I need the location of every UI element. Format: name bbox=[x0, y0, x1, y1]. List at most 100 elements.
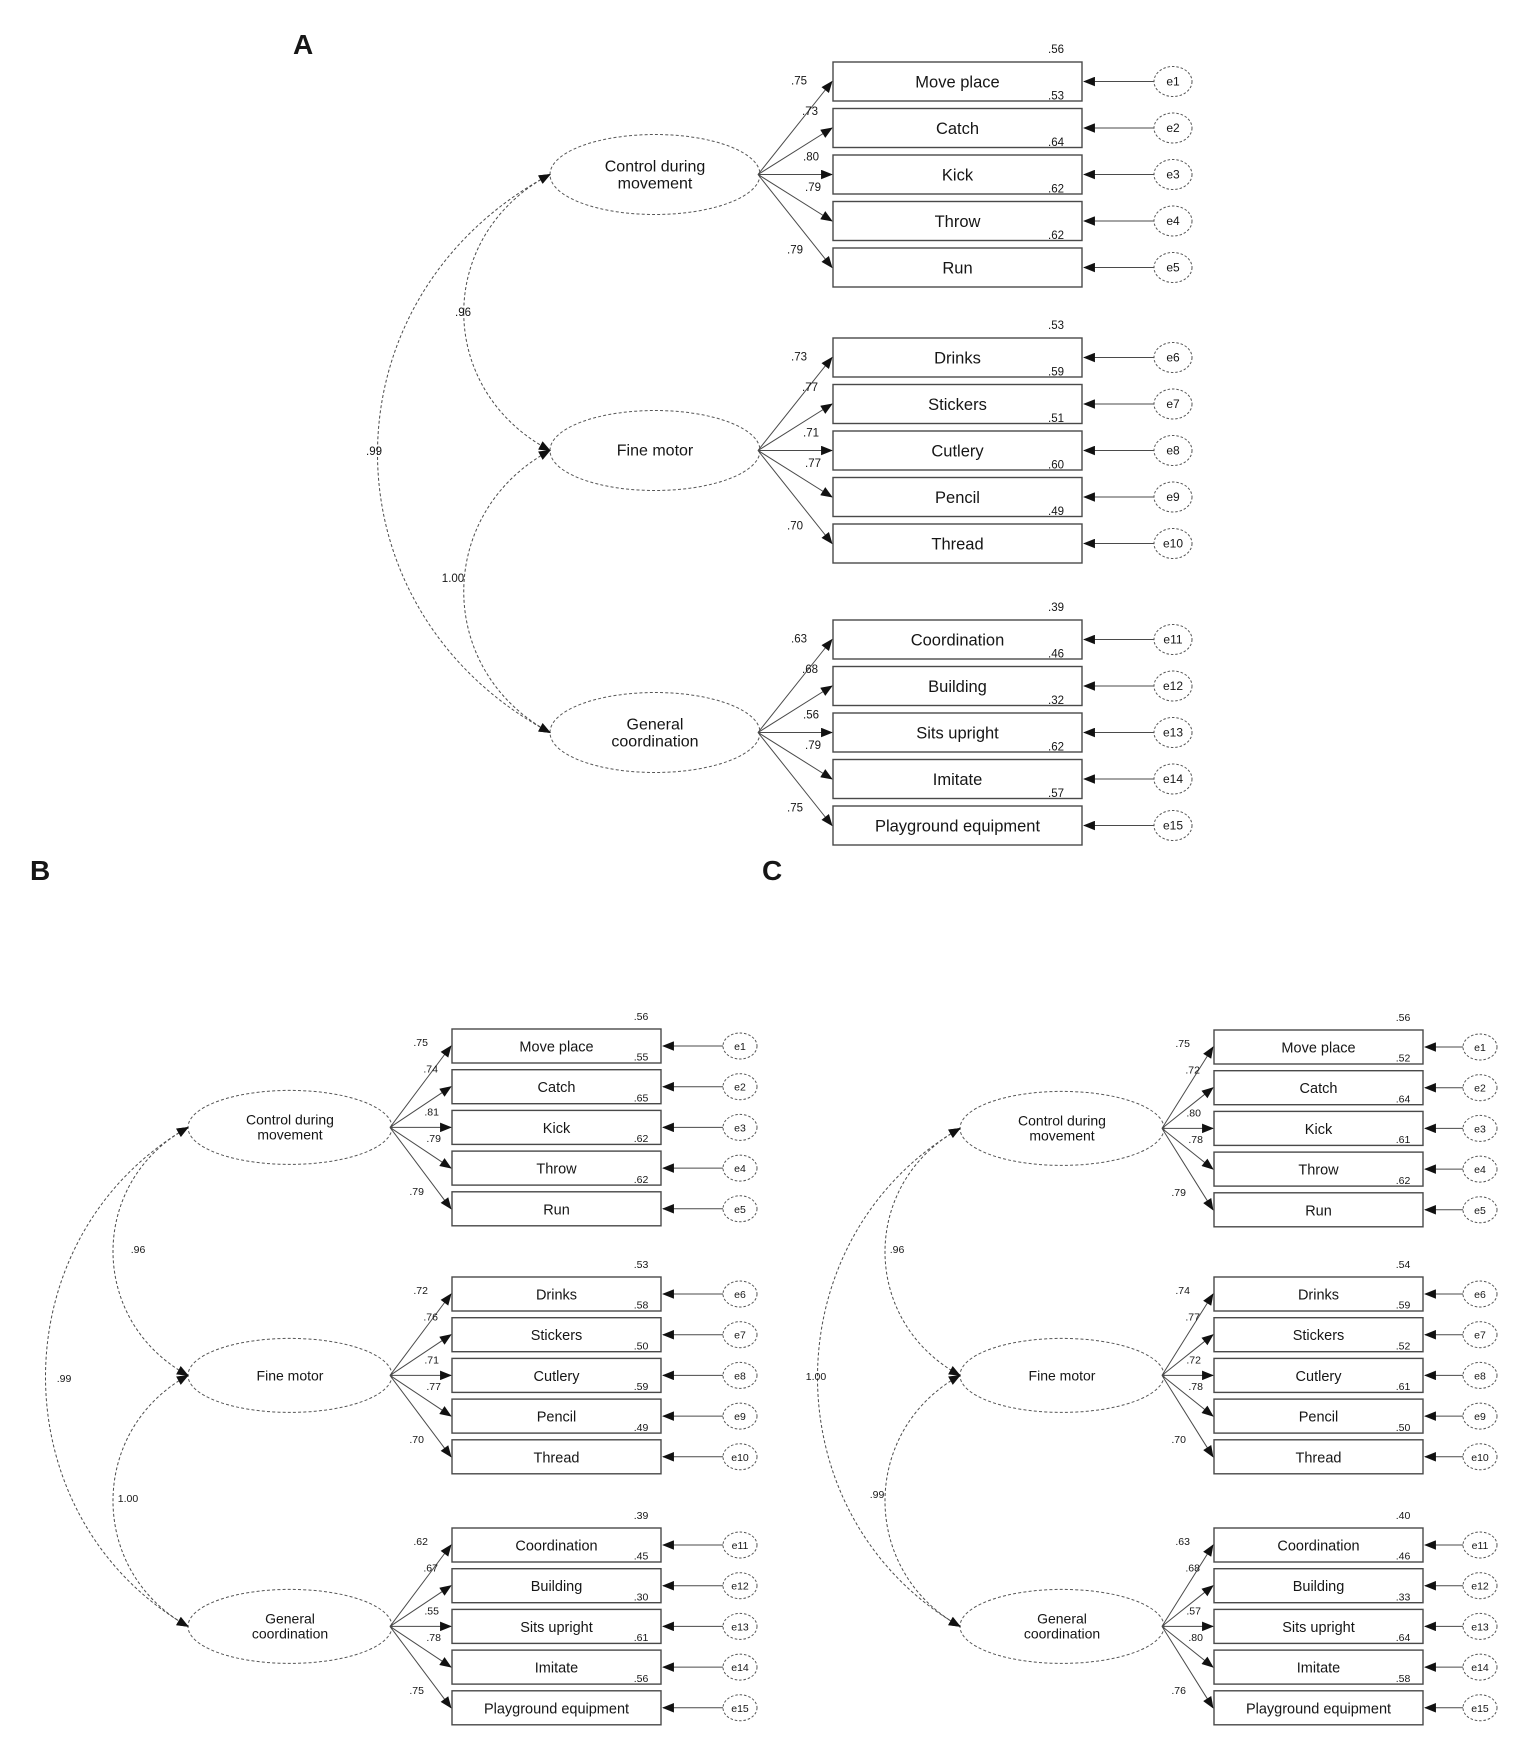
error-term-label: e9 bbox=[1474, 1411, 1486, 1423]
panel-label: C bbox=[762, 855, 782, 886]
indicator-label: Imitate bbox=[933, 771, 983, 789]
factor-loading-value: .78 bbox=[426, 1632, 441, 1644]
indicator-box bbox=[1213, 1567, 1424, 1604]
indicator-label: Coordination bbox=[911, 632, 1005, 650]
squared-multiple-correlation: .52 bbox=[1396, 1053, 1411, 1065]
squared-multiple-correlation: .45 bbox=[634, 1551, 649, 1563]
factor-loading-arrow bbox=[757, 174, 833, 269]
indicator-box bbox=[1213, 1276, 1424, 1312]
error-term-label: e13 bbox=[731, 1621, 749, 1633]
indicator-label: Pencil bbox=[935, 489, 980, 507]
indicator-box bbox=[832, 476, 1083, 518]
factor-loading-arrow bbox=[1161, 1626, 1214, 1668]
indicator-label: Catch bbox=[538, 1080, 576, 1096]
squared-multiple-correlation: .49 bbox=[634, 1422, 649, 1434]
error-term-circle bbox=[722, 1694, 758, 1722]
correlation-value: .99 bbox=[870, 1489, 885, 1501]
error-term-label: e15 bbox=[731, 1703, 749, 1715]
error-term-label: e3 bbox=[1166, 168, 1180, 182]
correlation-value: .99 bbox=[366, 446, 382, 458]
factor-loading-value: .70 bbox=[1171, 1434, 1186, 1446]
error-term-circle bbox=[1462, 1033, 1498, 1061]
factor-loading-value: .77 bbox=[426, 1381, 441, 1393]
factor-loading-arrow bbox=[757, 80, 833, 175]
error-term-label: e12 bbox=[1163, 679, 1183, 693]
factor-loading-arrow bbox=[1161, 1334, 1214, 1376]
factor-loading-value: .79 bbox=[409, 1186, 424, 1198]
factor-loading-value: .72 bbox=[1185, 1065, 1200, 1077]
squared-multiple-correlation: .40 bbox=[1396, 1510, 1411, 1522]
error-term-circle bbox=[1153, 717, 1193, 748]
factor-loading-arrow bbox=[389, 1293, 452, 1376]
factor-loading-value: .79 bbox=[426, 1133, 441, 1145]
error-term-circle bbox=[1153, 388, 1193, 420]
factor-loading-value: .77 bbox=[805, 458, 821, 470]
factor-loading-value: .75 bbox=[413, 1037, 428, 1049]
indicator-label: Thread bbox=[931, 536, 983, 554]
factor-loading-value: .76 bbox=[423, 1312, 438, 1324]
error-term-label: e2 bbox=[734, 1082, 746, 1094]
indicator-label: Coordination bbox=[1277, 1539, 1359, 1555]
indicator-box bbox=[832, 154, 1083, 195]
squared-multiple-correlation: .64 bbox=[1396, 1632, 1411, 1644]
error-term-label: e6 bbox=[1166, 351, 1180, 365]
factor-name: Control during bbox=[1018, 1112, 1106, 1128]
factor-name: coordination bbox=[252, 1625, 328, 1641]
indicator-box bbox=[1213, 1029, 1424, 1065]
indicator-label: Building bbox=[1293, 1579, 1345, 1595]
indicator-label: Drinks bbox=[934, 350, 981, 368]
squared-multiple-correlation: .62 bbox=[634, 1174, 649, 1186]
indicator-box bbox=[1213, 1439, 1424, 1475]
indicator-label: Thread bbox=[534, 1450, 580, 1466]
squared-multiple-correlation: .62 bbox=[634, 1133, 649, 1145]
error-term-circle bbox=[722, 1653, 758, 1681]
indicator-label: Throw bbox=[536, 1162, 577, 1178]
error-term-circle bbox=[1153, 342, 1193, 373]
error-term-circle bbox=[1153, 481, 1193, 513]
factor-loading-arrow bbox=[1161, 1128, 1214, 1170]
indicator-box bbox=[451, 1649, 662, 1685]
error-term-circle bbox=[1462, 1402, 1498, 1430]
indicator-label: Playground equipment bbox=[875, 818, 1041, 836]
factor-loading-value: .74 bbox=[1175, 1285, 1190, 1297]
error-term-circle bbox=[1153, 624, 1193, 655]
error-term-circle bbox=[1462, 1280, 1498, 1308]
correlation-curve bbox=[463, 174, 551, 451]
error-term-label: e6 bbox=[734, 1289, 746, 1301]
squared-multiple-correlation: .65 bbox=[634, 1092, 649, 1104]
factor-loading-arrow bbox=[1161, 1626, 1214, 1709]
indicator-box bbox=[451, 1276, 662, 1312]
indicator-label: Pencil bbox=[1299, 1410, 1339, 1426]
factor-loading-value: .79 bbox=[805, 182, 821, 194]
correlation-value: 1.00 bbox=[442, 573, 464, 585]
factor-name: movement bbox=[1029, 1127, 1094, 1143]
factor-name: General bbox=[627, 717, 684, 734]
indicator-box bbox=[451, 1068, 662, 1105]
indicator-label: Sits upright bbox=[520, 1620, 593, 1636]
factor-loading-arrow bbox=[757, 356, 833, 451]
factor-loading-arrow bbox=[757, 450, 833, 545]
indicator-box bbox=[1213, 1527, 1424, 1563]
indicator-label: Sits upright bbox=[916, 725, 999, 743]
factor-name: Fine motor bbox=[1029, 1367, 1096, 1383]
correlation-curve bbox=[884, 1374, 961, 1627]
factor-loading-value: .63 bbox=[791, 634, 807, 646]
squared-multiple-correlation: .50 bbox=[634, 1340, 649, 1352]
factor-loading-arrow bbox=[757, 403, 833, 451]
error-term-circle bbox=[1462, 1653, 1498, 1681]
error-term-circle bbox=[722, 1195, 758, 1223]
factor-loading-value: .79 bbox=[805, 740, 821, 752]
factor-loading-value: .68 bbox=[1185, 1563, 1200, 1575]
correlation-curve bbox=[463, 450, 551, 733]
factor-name: movement bbox=[618, 176, 693, 193]
squared-multiple-correlation: .60 bbox=[1048, 460, 1064, 472]
error-term-circle bbox=[722, 1531, 758, 1559]
squared-multiple-correlation: .56 bbox=[1396, 1012, 1411, 1024]
error-term-label: e4 bbox=[1166, 214, 1180, 228]
indicator-box bbox=[832, 337, 1083, 378]
squared-multiple-correlation: .53 bbox=[1048, 91, 1064, 103]
